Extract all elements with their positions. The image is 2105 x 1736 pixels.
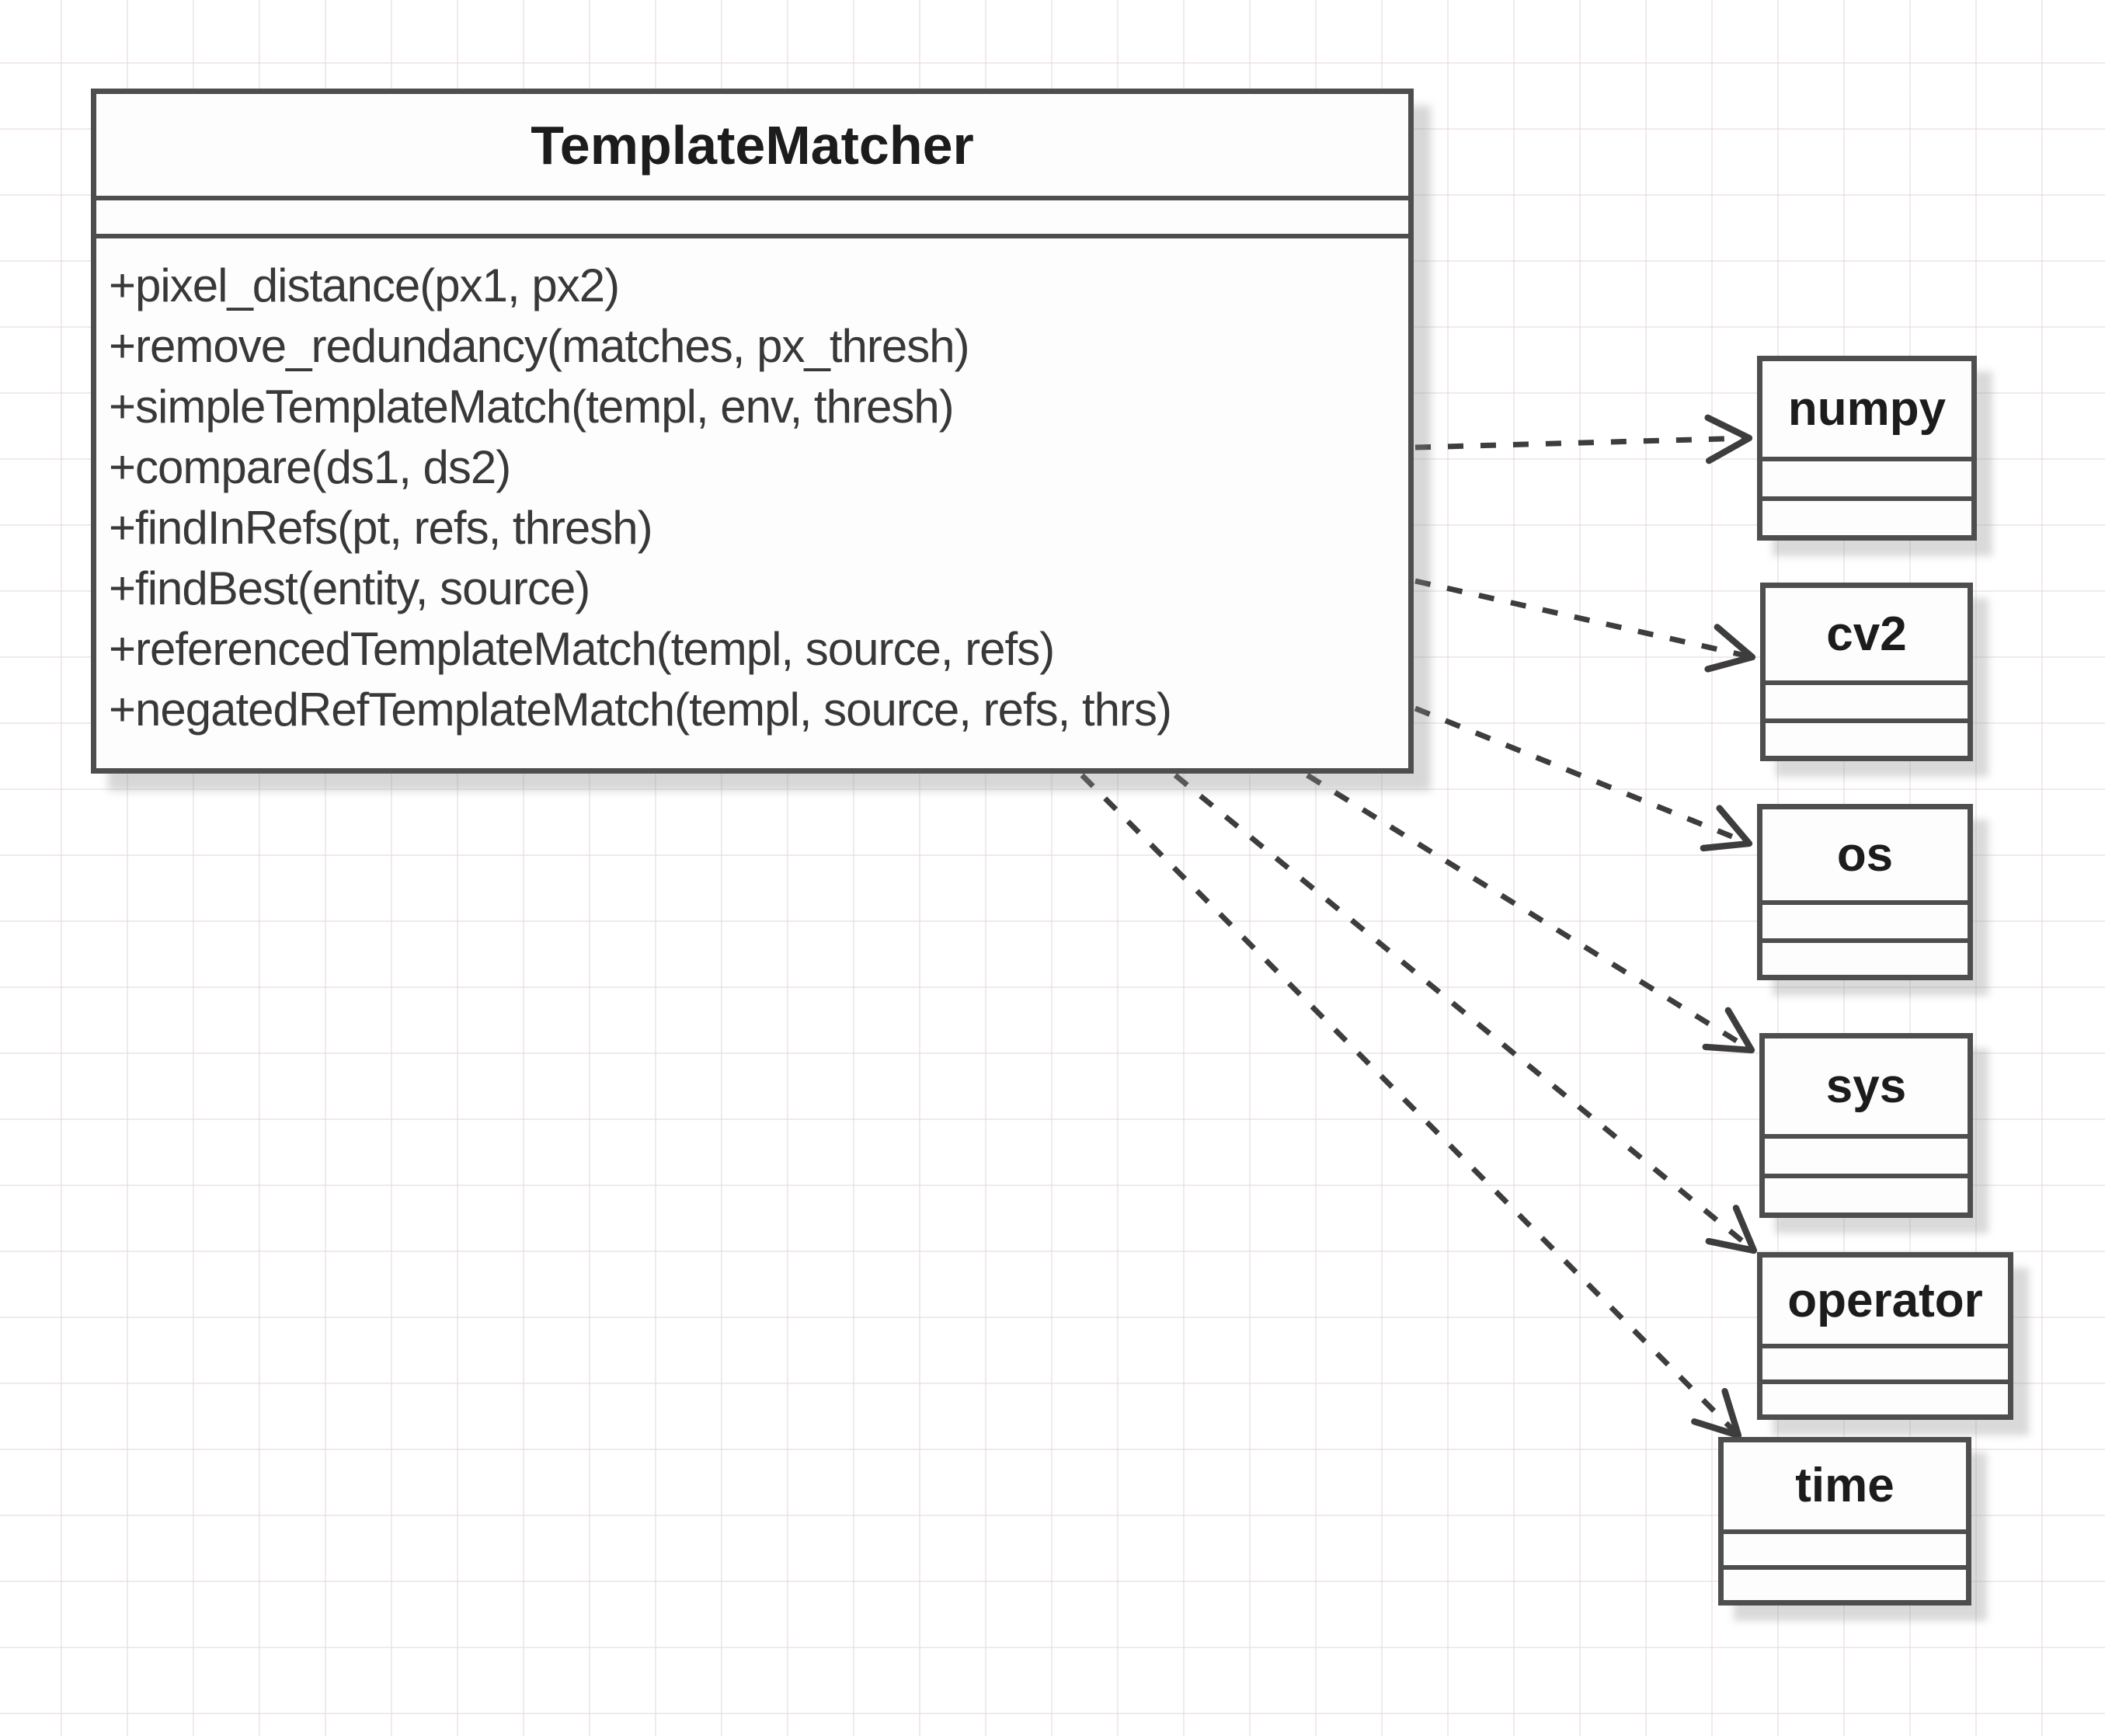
module-attributes-compartment [1766,685,1968,723]
method-simple-template-match: +simpleTemplateMatch(templ, env, thresh) [109,381,955,433]
module-methods-compartment [1762,501,1971,535]
module-methods-compartment [1762,1384,2008,1414]
module-name: operator [1762,1258,2008,1349]
method-referenced-template-match: +referencedTemplateMatch(templ, source, … [109,623,1055,675]
module-name: sys [1765,1038,1968,1139]
module-box-operator[interactable]: operator [1757,1252,2013,1420]
module-methods-compartment [1724,1570,1966,1600]
dependency-arrow-cv2[interactable] [1414,578,1756,673]
module-box-time[interactable]: time [1718,1437,1971,1606]
module-name: time [1724,1442,1966,1534]
class-methods-compartment: +pixel_distance(px1, px2) +remove_redund… [96,238,1408,768]
dependency-arrow-operator[interactable] [1173,773,1758,1254]
dependency-arrow-os[interactable] [1414,705,1753,852]
method-find-in-refs: +findInRefs(pt, refs, thresh) [109,502,653,554]
dependency-arrow-time[interactable] [1080,773,1742,1439]
method-remove-redundancy: +remove_redundancy(matches, px_thresh) [109,320,970,372]
module-box-sys[interactable]: sys [1759,1033,1973,1218]
dependency-arrow-numpy[interactable] [1414,414,1753,464]
module-box-numpy[interactable]: numpy [1757,356,1977,541]
module-attributes-compartment [1724,1534,1966,1571]
module-box-cv2[interactable]: cv2 [1760,583,1973,761]
method-find-best: +findBest(entity, source) [109,562,590,614]
module-methods-compartment [1766,723,1968,756]
class-title: TemplateMatcher [96,94,1408,200]
module-attributes-compartment [1762,461,1971,501]
module-name: numpy [1762,361,1971,462]
module-attributes-compartment [1762,905,1968,943]
module-name: cv2 [1766,588,1968,685]
class-attributes-compartment [96,200,1408,238]
module-name: os [1762,809,1968,906]
method-compare: +compare(ds1, ds2) [109,441,511,493]
method-negated-ref-template-match: +negatedRefTemplateMatch(templ, source, … [109,684,1172,736]
class-box-templatematcher[interactable]: TemplateMatcher +pixel_distance(px1, px2… [91,89,1414,774]
module-attributes-compartment [1762,1348,2008,1385]
module-box-os[interactable]: os [1757,804,1973,980]
dependency-arrow-sys[interactable] [1306,773,1755,1054]
method-pixel-distance: +pixel_distance(px1, px2) [109,259,620,311]
module-methods-compartment [1765,1178,1968,1212]
module-methods-compartment [1762,943,1968,975]
module-attributes-compartment [1765,1139,1968,1178]
